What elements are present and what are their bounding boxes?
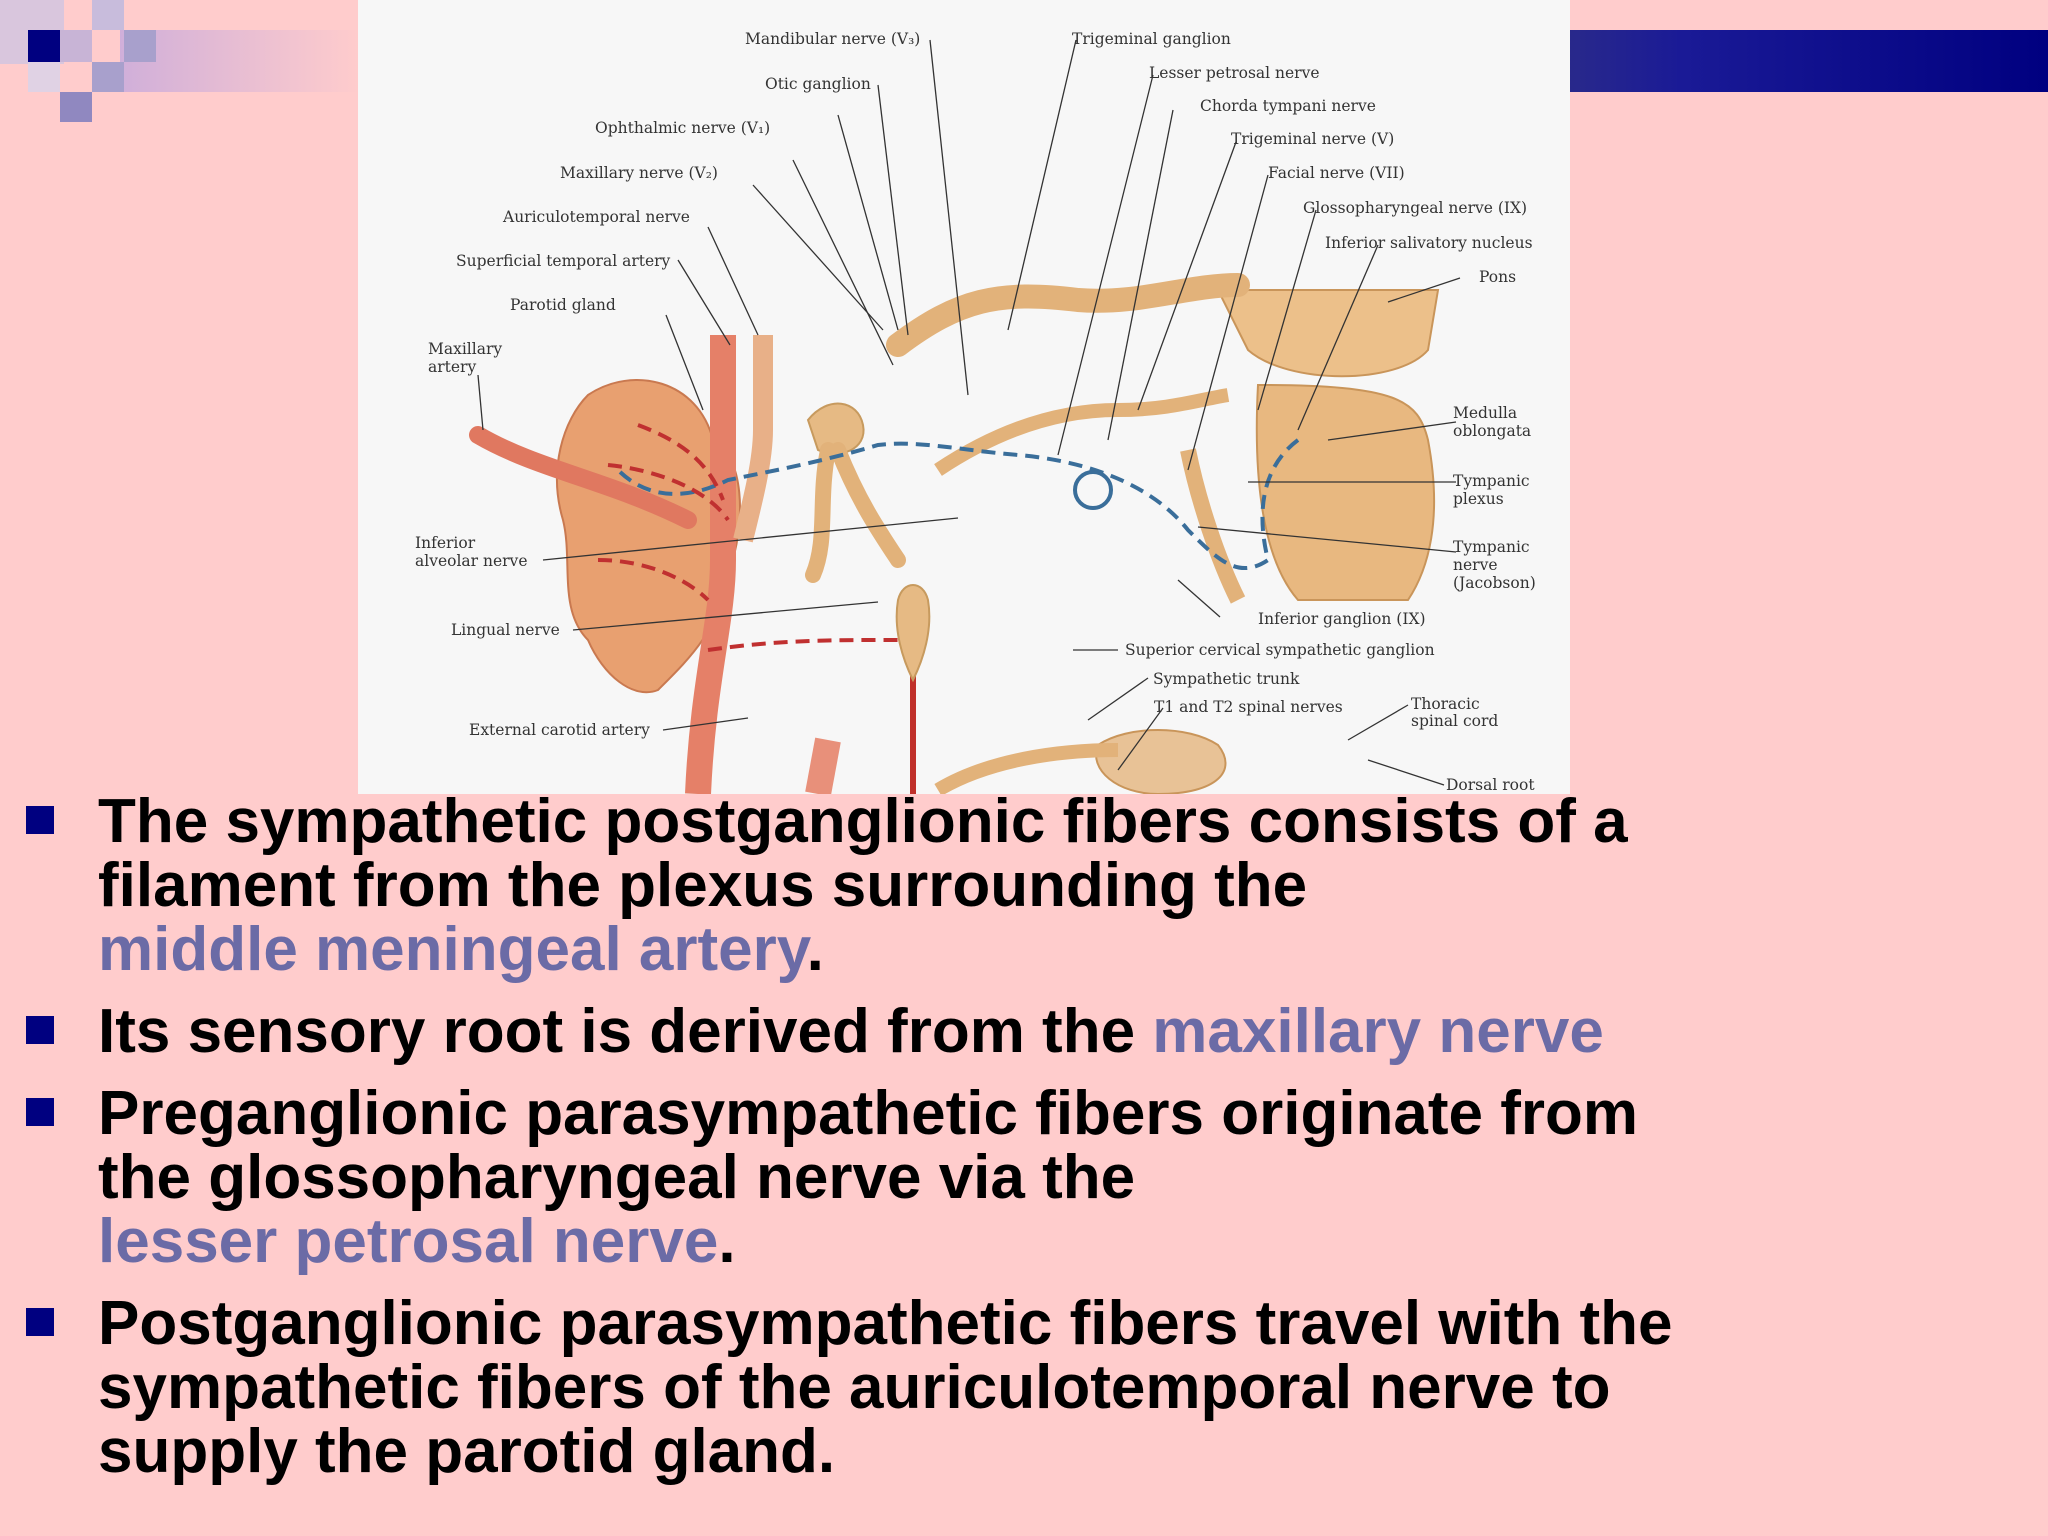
header-gradient-bar <box>120 30 360 92</box>
bullet-text: Postganglionic parasympathetic fibers tr… <box>98 1289 1673 1358</box>
anatomy-diagram: Mandibular nerve (V₃) Trigeminal ganglio… <box>358 0 1570 794</box>
thoracic-spinal-cord <box>1095 729 1227 794</box>
superior-cervical-ganglion <box>895 584 931 683</box>
label-external-carotid-artery: External carotid artery <box>469 721 650 739</box>
label-maxillary-artery: Maxillary <box>428 340 502 358</box>
deco-square <box>92 62 124 92</box>
superficial-temporal-artery <box>733 335 773 543</box>
label-thoracic-spinal-cord: spinal cord <box>1411 712 1498 730</box>
bullet-item: Its sensory root is derived from the max… <box>0 1000 2048 1064</box>
header-bar-right <box>1560 30 2048 92</box>
label-auriculotemporal-nerve: Auriculotemporal nerve <box>502 208 690 226</box>
bullet-list: The sympathetic postganglionic fibers co… <box>0 790 2048 1502</box>
bullet-text: . <box>718 1207 736 1276</box>
label-lingual-nerve: Lingual nerve <box>451 621 560 639</box>
bullet-text: The sympathetic postganglionic fibers co… <box>98 787 1628 856</box>
bullet-marker <box>26 1016 54 1044</box>
label-trigeminal-ganglion: Trigeminal ganglion <box>1072 30 1231 48</box>
label-superficial-temporal-artery: Superficial temporal artery <box>456 252 671 270</box>
deco-square <box>28 62 60 92</box>
label-trigeminal-nerve: Trigeminal nerve (V) <box>1231 130 1394 148</box>
label-mandibular-nerve: Mandibular nerve (V₃) <box>745 30 920 48</box>
bullet-marker <box>26 1308 54 1336</box>
bullet-marker <box>26 1098 54 1126</box>
label-medulla-oblongata: Medulla <box>1453 404 1517 422</box>
facial-nerve-trunk <box>934 388 1230 476</box>
label-parotid-gland: Parotid gland <box>510 296 616 314</box>
label-medulla-oblongata: oblongata <box>1453 422 1531 440</box>
bullet-text: sympathetic fibers of the auriculotempor… <box>98 1353 1611 1422</box>
label-tympanic-nerve: nerve <box>1453 556 1498 574</box>
bullet-text: filament from the plexus surrounding the <box>98 851 1308 920</box>
label-lesser-petrosal-nerve: Lesser petrosal nerve <box>1149 64 1320 82</box>
label-tympanic-plexus: plexus <box>1453 490 1504 508</box>
label-inferior-salivatory-nucleus: Inferior salivatory nucleus <box>1325 234 1533 252</box>
diagram-illustration: Mandibular nerve (V₃) Trigeminal ganglio… <box>415 30 1536 794</box>
label-inferior-alveolar-nerve: Inferior <box>415 534 476 552</box>
bullet-item: The sympathetic postganglionic fibers co… <box>0 790 2048 982</box>
label-tympanic-plexus: Tympanic <box>1453 472 1530 490</box>
label-sympathetic-trunk: Sympathetic trunk <box>1153 670 1300 688</box>
deco-square <box>92 0 124 30</box>
bullet-text: Preganglionic parasympathetic fibers ori… <box>98 1079 1639 1148</box>
label-inferior-alveolar-nerve: alveolar nerve <box>415 552 528 570</box>
glossopharyngeal-trunk <box>1180 448 1246 604</box>
spinal-nerves <box>934 743 1119 794</box>
bullet-text: supply the parotid gland. <box>98 1417 836 1486</box>
label-chorda-tympani-nerve: Chorda tympani nerve <box>1200 97 1376 115</box>
deco-square <box>124 30 156 62</box>
bullet-text: . <box>806 915 824 984</box>
bullet-text: Its sensory root is derived from the <box>98 997 1153 1066</box>
label-dorsal-root: Dorsal root <box>1446 776 1535 794</box>
medulla-oblongata <box>1255 383 1436 601</box>
deco-square <box>60 92 92 122</box>
label-tympanic-nerve: Tympanic <box>1453 538 1530 556</box>
label-tympanic-nerve: (Jacobson) <box>1453 574 1536 592</box>
maxillary-artery <box>469 426 697 529</box>
bullet-item: Preganglionic parasympathetic fibers ori… <box>0 1082 2048 1274</box>
sympathetic-pathway <box>597 423 730 602</box>
label-superior-cervical-ganglion: Superior cervical sympathetic ganglion <box>1125 641 1435 659</box>
bullet-item: Postganglionic parasympathetic fibers tr… <box>0 1292 2048 1484</box>
bullet-marker <box>26 806 54 834</box>
label-t1-t2-spinal-nerves: T1 and T2 spinal nerves <box>1154 698 1343 716</box>
pons <box>1216 289 1440 378</box>
label-pons: Pons <box>1479 268 1516 286</box>
parasympathetic-pathway <box>616 438 1300 571</box>
header-decoration-left <box>0 0 360 130</box>
label-maxillary-artery: artery <box>428 358 476 376</box>
deco-square <box>60 30 92 62</box>
carotid-branch <box>805 737 841 794</box>
sympathetic-pathway <box>707 638 899 652</box>
hyperlink-lesser-petrosal-nerve[interactable]: lesser petrosal nerve <box>98 1207 719 1276</box>
label-thoracic-spinal-cord: Thoracic <box>1411 695 1480 713</box>
label-inferior-ganglion: Inferior ganglion (IX) <box>1258 610 1426 628</box>
label-facial-nerve: Facial nerve (VII) <box>1268 164 1405 182</box>
label-glossopharyngeal-nerve: Glossopharyngeal nerve (IX) <box>1303 199 1527 217</box>
deco-square <box>28 30 60 62</box>
label-ophthalmic-nerve: Ophthalmic nerve (V₁) <box>595 119 770 137</box>
label-maxillary-nerve: Maxillary nerve (V₂) <box>560 164 718 182</box>
bullet-text: the glossopharyngeal nerve via the <box>98 1143 1136 1212</box>
hyperlink-maxillary-nerve[interactable]: maxillary nerve <box>1152 997 1604 1066</box>
mandibular-branches <box>805 442 906 583</box>
tympanic-plexus <box>1073 470 1113 510</box>
leader-lines <box>477 39 1461 786</box>
hyperlink-middle-meningeal-artery[interactable]: middle meningeal artery <box>98 915 807 984</box>
label-otic-ganglion: Otic ganglion <box>765 75 871 93</box>
trigeminal-trunk <box>886 273 1250 357</box>
